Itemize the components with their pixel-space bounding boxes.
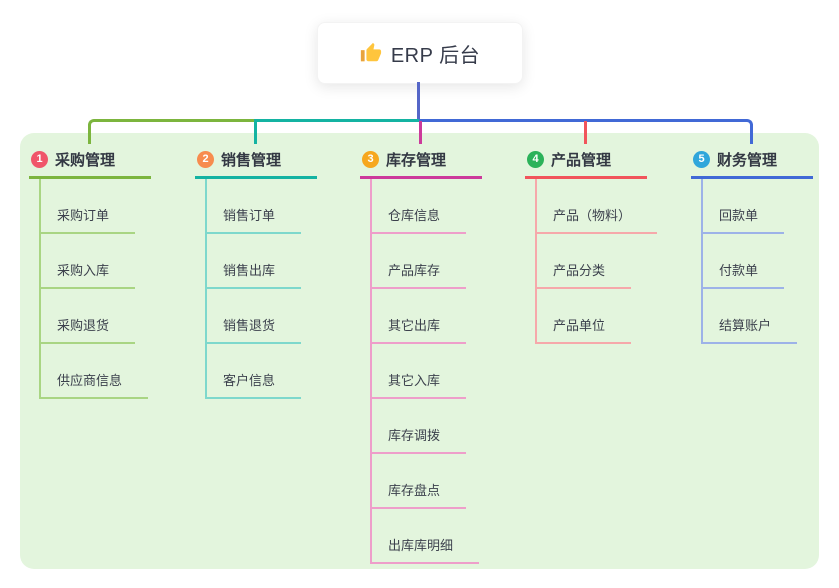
connector-purchase-line (88, 119, 254, 144)
mindmap-panel (20, 133, 819, 569)
node-label: 供应商信息 (57, 373, 123, 388)
branch-finance-header: 5 财务管理 (691, 149, 813, 179)
node-label: 其它出库 (388, 318, 441, 333)
branch-purchase-header: 1 采购管理 (29, 149, 151, 179)
node-payment-receipt: 付款单 (703, 234, 785, 289)
branch-sales: 2 销售管理 销售订单 销售出库 销售退货 客户信息 (195, 149, 345, 399)
node-product-category: 产品分类 (537, 234, 632, 289)
node-purchase-inbound: 采购入库 (41, 234, 136, 289)
node-settlement-account: 结算账户 (703, 289, 798, 344)
badge-2: 2 (197, 151, 214, 168)
node-other-inbound: 其它入库 (372, 344, 467, 399)
node-label: 销售出库 (223, 263, 276, 278)
node-customer-info: 客户信息 (207, 344, 302, 399)
node-label: 采购退货 (57, 318, 110, 333)
connector-product-line (584, 121, 587, 144)
node-label: 其它入库 (388, 373, 441, 388)
node-warehouse-info: 仓库信息 (372, 179, 467, 234)
node-product-material: 产品（物料） (537, 179, 658, 234)
branch-product-header: 4 产品管理 (525, 149, 647, 179)
branch-finance-title: 财务管理 (717, 152, 778, 169)
node-supplier-info: 供应商信息 (41, 344, 149, 399)
node-label: 采购订单 (57, 208, 110, 223)
root-node: ERP 后台 (317, 22, 523, 84)
node-outbound-details: 出库库明细 (372, 509, 480, 564)
branch-sales-header: 2 销售管理 (195, 149, 317, 179)
node-label: 回款单 (719, 208, 759, 223)
root-connector-line (417, 82, 420, 120)
node-label: 库存调拨 (388, 428, 441, 443)
branch-finance-children: 回款单 付款单 结算账户 (701, 179, 798, 344)
node-label: 采购入库 (57, 263, 110, 278)
branch-purchase: 1 采购管理 采购订单 采购入库 采购退货 供应商信息 (29, 149, 179, 399)
badge-3: 3 (362, 151, 379, 168)
branch-inventory-header: 3 库存管理 (360, 149, 482, 179)
node-label: 仓库信息 (388, 208, 441, 223)
node-other-outbound: 其它出库 (372, 289, 467, 344)
branch-purchase-title: 采购管理 (55, 152, 116, 169)
connector-inventory-line (419, 121, 422, 144)
node-sales-order: 销售订单 (207, 179, 302, 234)
branch-inventory: 3 库存管理 仓库信息 产品库存 其它出库 其它入库 库存调拨 库存盘点 出库库… (360, 149, 510, 564)
branch-sales-children: 销售订单 销售出库 销售退货 客户信息 (205, 179, 302, 399)
node-label: 销售退货 (223, 318, 276, 333)
node-label: 结算账户 (719, 318, 772, 333)
branch-inventory-children: 仓库信息 产品库存 其它出库 其它入库 库存调拨 库存盘点 出库库明细 (370, 179, 480, 564)
node-sales-outbound: 销售出库 (207, 234, 302, 289)
node-sales-return: 销售退货 (207, 289, 302, 344)
node-product-unit: 产品单位 (537, 289, 632, 344)
badge-4: 4 (527, 151, 544, 168)
node-stock-taking: 库存盘点 (372, 454, 467, 509)
branch-product-title: 产品管理 (551, 152, 612, 169)
node-purchase-order: 采购订单 (41, 179, 136, 234)
node-label: 出库库明细 (388, 538, 454, 553)
node-product-stock: 产品库存 (372, 234, 467, 289)
node-label: 客户信息 (223, 373, 276, 388)
root-title: ERP 后台 (390, 44, 481, 67)
node-label: 产品（物料） (553, 208, 632, 223)
node-label: 产品单位 (553, 318, 606, 333)
node-label: 产品分类 (553, 263, 606, 278)
branch-sales-title: 销售管理 (221, 152, 282, 169)
thumbs-up-icon (360, 42, 381, 62)
branch-finance: 5 财务管理 回款单 付款单 结算账户 (691, 149, 839, 344)
connector-finance-line (419, 119, 753, 144)
node-label: 库存盘点 (388, 483, 441, 498)
branch-purchase-children: 采购订单 采购入库 采购退货 供应商信息 (39, 179, 149, 399)
badge-1: 1 (31, 151, 48, 168)
branch-product: 4 产品管理 产品（物料） 产品分类 产品单位 (525, 149, 675, 344)
node-purchase-return: 采购退货 (41, 289, 136, 344)
branch-inventory-title: 库存管理 (386, 152, 447, 169)
badge-5: 5 (693, 151, 710, 168)
connector-sales-line (254, 119, 419, 144)
node-label: 销售订单 (223, 208, 276, 223)
branch-product-children: 产品（物料） 产品分类 产品单位 (535, 179, 658, 344)
node-collection-receipt: 回款单 (703, 179, 785, 234)
node-label: 产品库存 (388, 263, 441, 278)
node-label: 付款单 (719, 263, 759, 278)
node-stock-transfer: 库存调拨 (372, 399, 467, 454)
